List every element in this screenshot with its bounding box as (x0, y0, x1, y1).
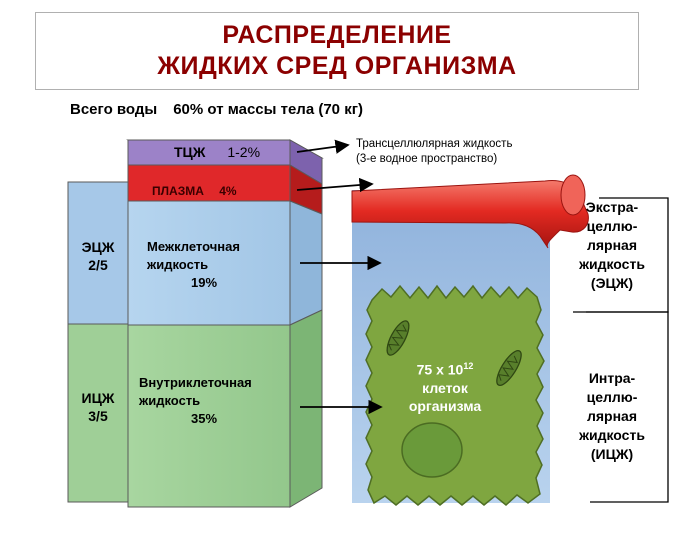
plasma-label: ПЛАЗМА 4% (152, 184, 237, 198)
arrow-plasma (296, 177, 374, 193)
ecf-right-label: Экстра- целлю- лярная жидкость (ЭЦЖ) (558, 198, 666, 293)
intracellular-percent: 35% (191, 411, 218, 426)
transcellular-note: Трансцеллюлярная жидкость (3-е водное пр… (356, 137, 512, 167)
icf-right-line4: жидкость (579, 427, 645, 443)
main-block (126, 139, 324, 508)
left-column-icf (67, 323, 129, 503)
icf-bracket (573, 311, 669, 503)
total-water-value: 60% от массы тела (70 кг) (173, 101, 363, 118)
icf-right-line3: лярная (586, 408, 638, 424)
ecf-side-abbr: ЭЦЖ (81, 239, 115, 255)
icf-right-line1: Интра- (588, 370, 636, 386)
total-water-label: Всего воды (70, 101, 158, 118)
icf-right-line2: целлю- (586, 389, 638, 405)
transcellular-line2: (3-е водное пространство) (356, 153, 498, 165)
tcf-abbr: ТЦЖ (174, 144, 206, 160)
cell-count-line2: клеток (422, 379, 468, 396)
ecf-right-abbr: (ЭЦЖ) (590, 275, 634, 291)
cell-count-base: 75 х 10 (416, 361, 464, 378)
cell-count-line3: организма (408, 397, 482, 414)
cell-count-label: 75 х 1012 клеток организма (399, 357, 491, 415)
icf-side-fraction: 3/5 (88, 408, 108, 424)
cell-count-exponent: 12 (463, 361, 474, 371)
intracellular-line2: жидкость (139, 393, 201, 408)
ecf-right-line4: жидкость (579, 256, 645, 272)
icf-right-abbr: (ИЦЖ) (590, 446, 634, 462)
tcf-percent: 1-2% (227, 144, 261, 160)
arrow-tcf (296, 139, 350, 154)
icf-side-label: ИЦЖ 3/5 (68, 389, 128, 425)
title-line-1: РАСПРЕДЕЛЕНИЕ (222, 21, 452, 49)
title-line-2: ЖИДКИХ СРЕД ОРГАНИЗМА (157, 52, 517, 80)
intracellular-line1: Внутриклеточная (139, 375, 252, 390)
plasma-text: ПЛАЗМА (152, 184, 204, 198)
ecf-side-fraction: 2/5 (88, 257, 108, 273)
transcellular-line1: Трансцеллюлярная жидкость (356, 138, 513, 150)
cell-count-line1: 75 х 1012 (399, 357, 491, 379)
plasma-percent: 4% (219, 184, 237, 198)
intracellular-label: Внутриклеточная жидкость 35% (139, 374, 252, 428)
tcf-label: ТЦЖ 1-2% (174, 144, 260, 160)
ecf-right-line2: целлю- (586, 218, 638, 234)
icf-side-abbr: ИЦЖ (81, 390, 115, 406)
interstitial-line1: Межклеточная (147, 239, 240, 254)
ecf-right-line3: лярная (586, 237, 638, 253)
ecf-side-label: ЭЦЖ 2/5 (68, 238, 128, 274)
blood-vessel-illustration (351, 174, 589, 249)
title-box: РАСПРЕДЕЛЕНИЕ ЖИДКИХ СРЕД ОРГАНИЗМА (35, 12, 639, 90)
cell-illustration (365, 284, 545, 506)
interstitial-label: Межклеточная жидкость 19% (147, 238, 240, 292)
interstitial-line2: жидкость (147, 257, 209, 272)
total-water: Всего воды 60% от массы тела (70 кг) (70, 101, 363, 118)
ecf-right-line1: Экстра- (585, 199, 639, 215)
left-column-ecf (67, 181, 129, 325)
icf-right-label: Интра- целлю- лярная жидкость (ИЦЖ) (558, 369, 666, 464)
interstitial-percent: 19% (191, 275, 218, 290)
